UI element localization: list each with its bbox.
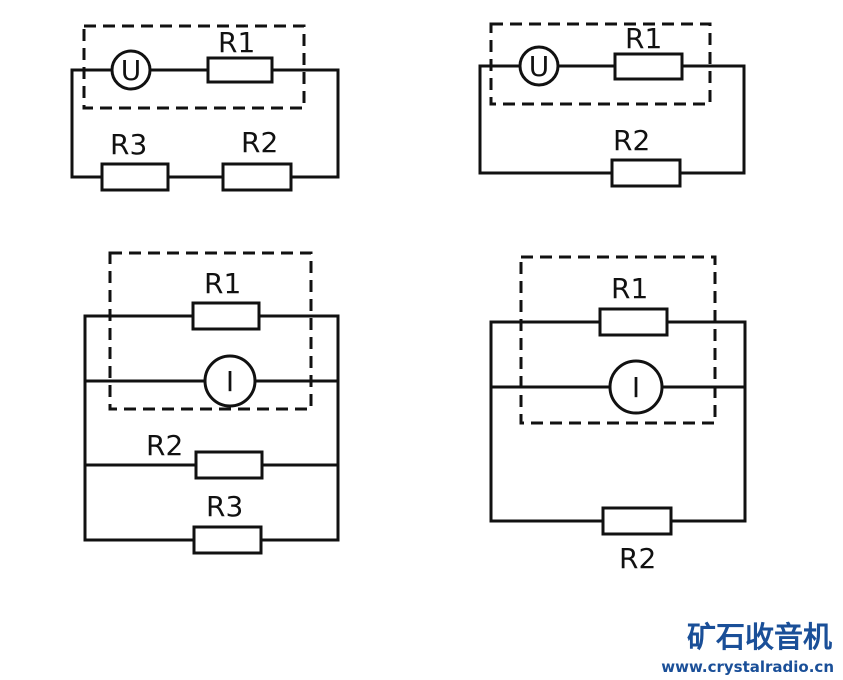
resistor-r2 (601, 506, 673, 536)
watermark-title: 矿石收音机 (687, 620, 832, 654)
label-r1: R1 (218, 26, 255, 59)
resistor-r3 (100, 162, 170, 192)
label-r1: R1 (625, 22, 662, 55)
voltmeter-letter: U (121, 54, 142, 87)
resistor-r1 (613, 52, 684, 81)
label-r2: R2 (613, 124, 650, 157)
label-r1: R1 (204, 267, 241, 300)
label-r1: R1 (611, 272, 648, 305)
label-r2: R2 (241, 126, 278, 159)
circuit-2-series-voltmeter: U R1 R2 (478, 22, 746, 188)
circuit-4-dashed-box (519, 255, 717, 425)
voltmeter-symbol (518, 45, 560, 87)
resistor-r2 (194, 450, 264, 480)
circuit-1-dashed-box (82, 24, 306, 110)
voltmeter-letter: U (529, 50, 550, 83)
circuit-2-dashed-box (489, 22, 712, 106)
circuit-1-wires (70, 68, 340, 179)
ammeter-letter: I (226, 365, 234, 398)
label-r3: R3 (206, 490, 243, 523)
watermark: 矿石收音机 www.crystalradio.cn (661, 620, 834, 676)
circuit-3-parallel-ammeter: R1 I R2 R3 (83, 251, 340, 555)
resistor-r1 (206, 56, 274, 84)
label-r3: R3 (110, 128, 147, 161)
circuit-4-wires (489, 320, 747, 523)
label-r2: R2 (146, 429, 183, 462)
resistor-r3 (192, 525, 263, 555)
circuit-2-wires (478, 64, 746, 175)
circuit-3-dashed-box (108, 251, 313, 411)
resistor-r1 (191, 301, 261, 331)
label-r2: R2 (619, 542, 656, 575)
resistor-r1 (598, 307, 669, 337)
circuit-3-wires (83, 314, 340, 542)
ammeter-symbol (203, 354, 257, 408)
circuit-1-series-voltmeter: U R1 R3 R2 (70, 24, 340, 192)
resistor-r2 (610, 158, 682, 188)
ammeter-symbol (608, 359, 664, 415)
circuit-4-parallel-ammeter: R1 I R2 (489, 255, 747, 575)
resistor-r2 (221, 162, 293, 192)
ammeter-letter: I (632, 371, 640, 404)
watermark-url: www.crystalradio.cn (661, 658, 834, 676)
voltmeter-symbol (110, 49, 152, 91)
